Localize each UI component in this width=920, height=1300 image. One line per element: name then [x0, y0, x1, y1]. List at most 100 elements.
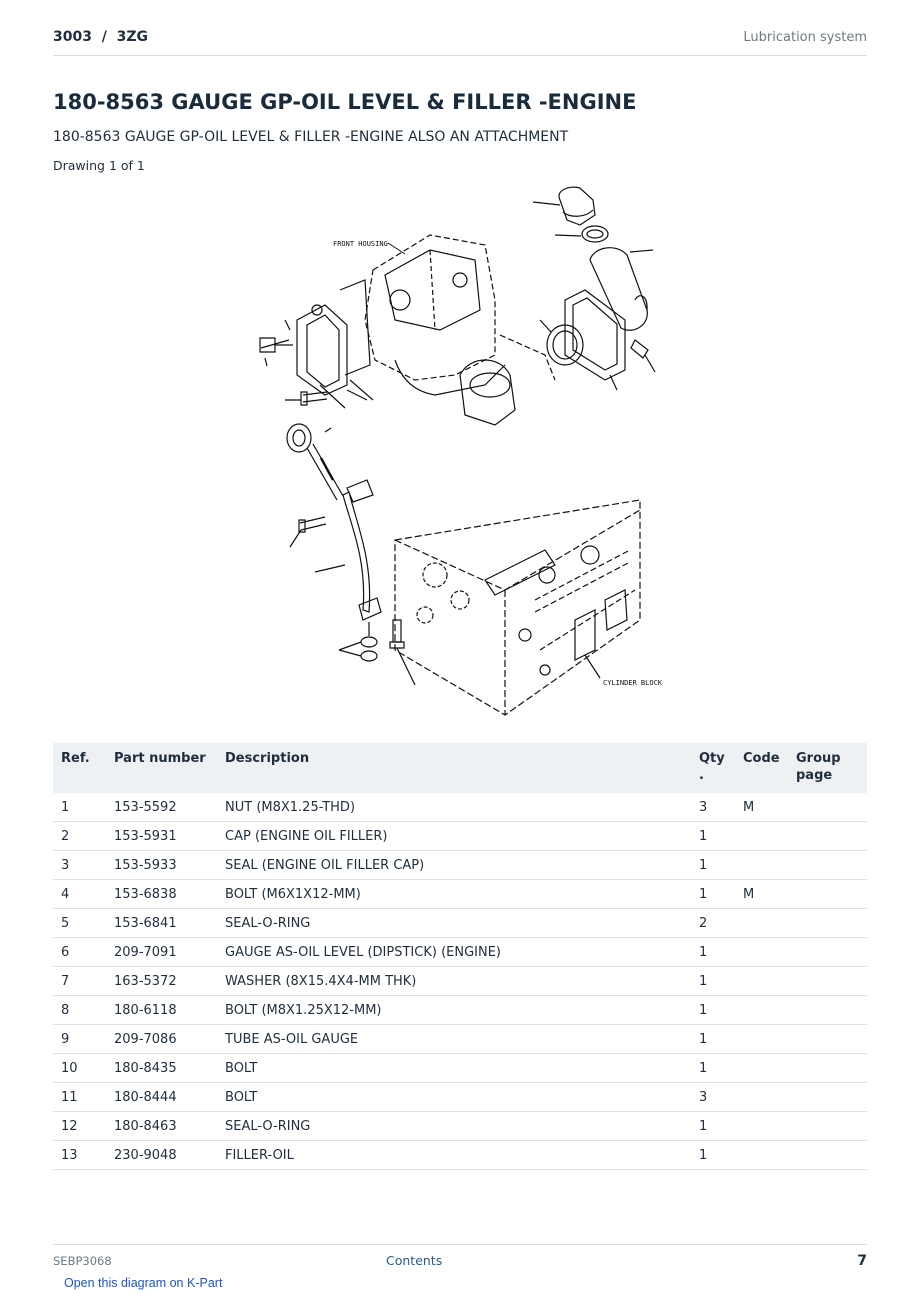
cell-part-number: 153-6841 — [106, 908, 217, 938]
page-header: 3003 / 3ZG Lubrication system — [53, 29, 867, 56]
cell-group-page — [788, 1082, 867, 1112]
cell-group-page — [788, 1111, 867, 1141]
cell-group-page — [788, 995, 867, 1025]
cell-description: GAUGE AS-OIL LEVEL (DIPSTICK) (ENGINE) — [217, 937, 691, 967]
cell-code — [735, 850, 788, 880]
header-group-page: Group page — [796, 751, 841, 783]
cell-code — [735, 1024, 788, 1054]
cell-description: NUT (M8X1.25-THD) — [217, 793, 691, 822]
cell-group-page — [788, 879, 867, 909]
cell-code — [735, 1111, 788, 1141]
gasket-plate-left — [259, 304, 348, 396]
model-label: 3003 / 3ZG — [53, 29, 148, 45]
cell-group-page — [788, 1024, 867, 1054]
cell-qty: 1 — [691, 850, 735, 880]
cell-ref: 9 — [53, 1024, 106, 1054]
cell-part-number: 180-8435 — [106, 1053, 217, 1083]
cell-description: BOLT — [217, 1053, 691, 1083]
cell-qty: 1 — [691, 1111, 735, 1141]
page-footer: SEBP3068 Contents 7 — [53, 1244, 867, 1273]
cell-qty: 1 — [691, 995, 735, 1025]
cell-code: M — [735, 879, 788, 909]
cell-ref: 8 — [53, 995, 106, 1025]
front-housing-label: FRONT HOUSING — [333, 240, 388, 248]
cell-part-number: 180-8444 — [106, 1082, 217, 1112]
cell-description: SEAL-O-RING — [217, 1111, 691, 1141]
cell-part-number: 153-5592 — [106, 793, 217, 822]
cell-part-number: 153-5933 — [106, 850, 217, 880]
cell-part-number: 180-6118 — [106, 995, 217, 1025]
cell-group-page — [788, 937, 867, 967]
drawing-count: Drawing 1 of 1 — [53, 158, 145, 173]
filler-tube — [589, 247, 654, 331]
parts-diagram: FRONT HOUSING CYLINDER BLOCK — [259, 186, 663, 716]
header-code: Code — [743, 751, 780, 766]
cell-code — [735, 1053, 788, 1083]
cell-description: WASHER (8X15.4X4-MM THK) — [217, 966, 691, 996]
page-subtitle: 180-8563 GAUGE GP-OIL LEVEL & FILLER -EN… — [53, 129, 569, 145]
cell-ref: 7 — [53, 966, 106, 996]
cylinder-block — [394, 499, 641, 716]
dipstick — [286, 423, 344, 501]
cell-qty: 1 — [691, 1140, 735, 1170]
cell-code: M — [735, 793, 788, 822]
cell-qty: 1 — [691, 821, 735, 851]
gasket-plate-right — [539, 289, 656, 391]
page-title: 180-8563 GAUGE GP-OIL LEVEL & FILLER -EN… — [53, 90, 637, 114]
header-description: Description — [225, 751, 310, 766]
cell-description: TUBE AS-OIL GAUGE — [217, 1024, 691, 1054]
cell-group-page — [788, 908, 867, 938]
contents-link[interactable]: Contents — [386, 1253, 443, 1268]
cell-group-page — [788, 850, 867, 880]
cell-qty: 1 — [691, 1053, 735, 1083]
cell-code — [735, 908, 788, 938]
cell-ref: 1 — [53, 793, 106, 822]
cell-group-page — [788, 793, 867, 822]
section-label: Lubrication system — [743, 30, 867, 45]
cell-qty: 3 — [691, 1082, 735, 1112]
cell-group-page — [788, 1053, 867, 1083]
cell-qty: 2 — [691, 908, 735, 938]
cell-part-number: 163-5372 — [106, 966, 217, 996]
cell-description: BOLT (M6X1X12-MM) — [217, 879, 691, 909]
cell-description: BOLT (M8X1.25X12-MM) — [217, 995, 691, 1025]
kpart-link[interactable]: Open this diagram on K-Part — [64, 1276, 223, 1290]
cell-ref: 10 — [53, 1053, 106, 1083]
cell-description: CAP (ENGINE OIL FILLER) — [217, 821, 691, 851]
oil-gauge-tube — [314, 479, 382, 662]
cell-qty: 1 — [691, 1024, 735, 1054]
cell-code — [735, 1140, 788, 1170]
cell-group-page — [788, 821, 867, 851]
cell-code — [735, 937, 788, 967]
cell-qty: 3 — [691, 793, 735, 822]
cell-part-number: 209-7091 — [106, 937, 217, 967]
cell-ref: 13 — [53, 1140, 106, 1170]
bolt-middle — [289, 516, 416, 686]
cell-description: FILLER-OIL — [217, 1140, 691, 1170]
table-header-row: Ref. Part number Description Qty . Code … — [53, 743, 867, 793]
parts-table: Ref. Part number Description Qty . Code … — [53, 743, 867, 1170]
cell-qty: 1 — [691, 966, 735, 996]
cell-description: BOLT — [217, 1082, 691, 1112]
cell-qty: 1 — [691, 879, 735, 909]
cylinder-block-label: CYLINDER BLOCK — [603, 679, 663, 687]
cell-ref: 3 — [53, 850, 106, 880]
cell-part-number: 209-7086 — [106, 1024, 217, 1054]
cell-part-number: 230-9048 — [106, 1140, 217, 1170]
header-part-number: Part number — [114, 751, 206, 766]
cell-part-number: 180-8463 — [106, 1111, 217, 1141]
cell-ref: 6 — [53, 937, 106, 967]
cell-ref: 2 — [53, 821, 106, 851]
header-qty: Qty . — [699, 751, 725, 783]
cell-qty: 1 — [691, 937, 735, 967]
